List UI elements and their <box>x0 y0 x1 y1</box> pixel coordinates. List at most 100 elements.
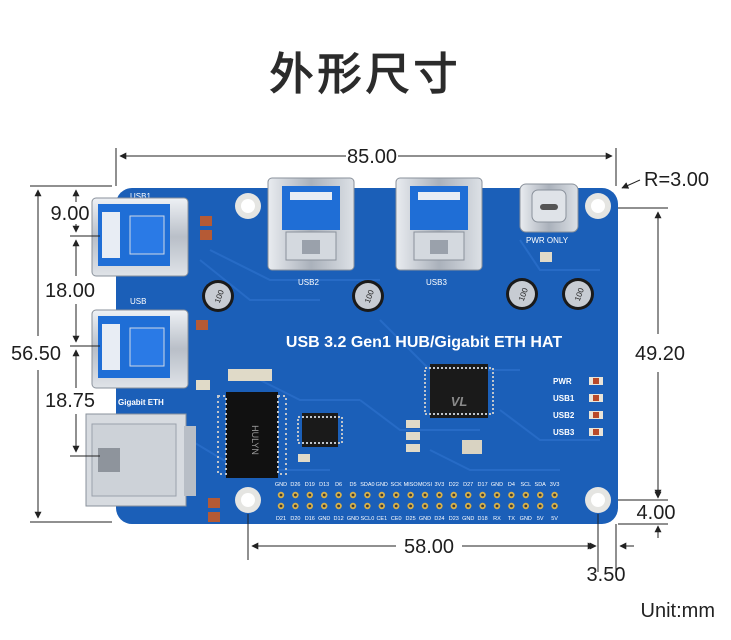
header-pin-hole <box>495 504 499 508</box>
eth-transformer: HULYN <box>217 392 287 478</box>
usb2-label: USB2 <box>298 278 319 287</box>
header-pin-hole <box>294 493 297 497</box>
eth-label: Gigabit ETH <box>118 398 164 407</box>
header-top-pin-label: SDA0 <box>360 482 374 488</box>
header-pin-hole <box>337 504 340 508</box>
dim-hole-horizontal: 58.00 <box>404 536 454 558</box>
led-pwr-label: PWR <box>553 377 572 386</box>
header-top-pin-label: GND <box>275 482 287 488</box>
header-top-pin-label: D13 <box>319 482 329 488</box>
header-pin-hole <box>337 493 340 497</box>
header-bottom-pin-label: 5V <box>537 516 544 522</box>
dim-usb-top-offset: 9.00 <box>51 203 90 225</box>
header-bottom-pin-label: GND <box>462 516 474 522</box>
header-pin-hole <box>279 493 283 497</box>
header-top-pin-label: D17 <box>478 482 488 488</box>
header-bottom-pin-label: D21 <box>276 516 286 522</box>
header-bottom-pin-label: GND <box>419 516 431 522</box>
usb1-side-label: USB1 <box>130 192 151 201</box>
dim-radius: R=3.00 <box>644 169 709 191</box>
header-bottom-pin-label: D12 <box>334 516 344 522</box>
header-pin-hole <box>394 504 398 508</box>
header-pin-hole <box>553 493 556 497</box>
svg-text:100: 100 <box>363 288 376 304</box>
led-usb2-label: USB2 <box>553 411 575 420</box>
header-top-pin-label: GND <box>491 482 503 488</box>
header-pin-hole <box>481 504 484 508</box>
led-usb1-label: USB1 <box>553 394 575 403</box>
header-pin-hole <box>438 493 441 497</box>
header-pin-hole <box>351 504 355 508</box>
header-pin-hole <box>394 493 398 497</box>
header-pin-hole <box>438 504 441 508</box>
header-bottom-pin-label: CE1 <box>376 516 387 522</box>
header-bottom-pin-label: D24 <box>434 516 444 522</box>
header-pin-hole <box>409 493 412 497</box>
header-bottom-pin-label: D25 <box>406 516 416 522</box>
header-pin-hole <box>538 493 542 497</box>
header-top-pin-label: MISO <box>404 482 419 488</box>
header-pin-hole <box>466 493 470 497</box>
usb3-port <box>395 177 483 271</box>
header-top-pin-label: D27 <box>463 482 473 488</box>
header-top-pin-label: 3V3 <box>550 482 560 488</box>
header-top-pin-label: SDA <box>535 482 547 488</box>
dim-hole-vertical: 49.20 <box>635 343 685 365</box>
header-pin-hole <box>466 504 470 508</box>
svg-text:100: 100 <box>517 286 530 302</box>
usb2-port <box>267 177 355 271</box>
header-top-pin-label: D5 <box>349 482 356 488</box>
header-top-pin-label: 3V3 <box>435 482 445 488</box>
header-pin-hole <box>510 504 513 508</box>
page-title: 外形尺寸 <box>269 49 462 100</box>
dim-width: 85.00 <box>347 146 397 168</box>
led-labels: PWR USB1 USB2 USB3 <box>553 377 603 437</box>
header-pin-hole <box>308 504 312 508</box>
usb-side-label: USB <box>130 297 146 306</box>
header-pin-hole <box>510 493 513 497</box>
pwr-only-label: PWR ONLY <box>526 236 569 245</box>
header-bottom-pin-label: D20 <box>290 516 300 522</box>
header-bottom-pin-label: CE0 <box>391 516 402 522</box>
header-pin-hole <box>366 493 369 497</box>
header-pin-hole <box>409 504 412 508</box>
capacitors: 100 100 100 100 <box>202 278 594 312</box>
header-pin-hole <box>351 493 355 497</box>
header-pin-hole <box>322 504 326 508</box>
header-pin-hole <box>452 493 456 497</box>
header-pin-hole <box>322 493 326 497</box>
svg-text:100: 100 <box>573 286 586 302</box>
ethernet-port <box>85 413 196 507</box>
dim-hole-offset-bottom: 4.00 <box>637 502 676 524</box>
header-bottom-pin-label: RX <box>493 516 501 522</box>
header-top-pin-label: D22 <box>449 482 459 488</box>
header-bottom-pin-label: SCL0 <box>361 516 375 522</box>
header-pin-hole <box>524 493 528 497</box>
header-pin-hole <box>380 504 384 508</box>
type-c-port <box>519 183 579 233</box>
dim-height: 56.50 <box>11 343 61 365</box>
header-top-pin-label: D19 <box>305 482 315 488</box>
chip-logo: VL <box>451 394 468 409</box>
usb-port <box>91 309 189 389</box>
header-pin-hole <box>524 504 528 508</box>
led-usb3-label: USB3 <box>553 428 575 437</box>
hub-chip: VL <box>424 364 494 418</box>
header-pin-hole <box>481 493 484 497</box>
header-top-pin-label: GND <box>376 482 388 488</box>
usb1-port <box>91 197 189 277</box>
header-pin-hole <box>423 504 427 508</box>
dim-hole-offset-right: 3.50 <box>587 564 626 586</box>
header-bottom-pin-label: D23 <box>449 516 459 522</box>
header-pin-hole <box>423 493 427 497</box>
header-bottom-pin-label: D16 <box>305 516 315 522</box>
header-pin-hole <box>452 504 456 508</box>
resistor-array <box>228 369 272 381</box>
header-bottom-pin-label: GND <box>520 516 532 522</box>
unit-label: Unit:mm <box>640 600 715 622</box>
pcb-board: USB 3.2 Gen1 HUB/Gigabit ETH HAT USB1 US… <box>116 188 618 524</box>
header-pin-hole <box>553 504 556 508</box>
header-top-pin-label: SCK <box>391 482 403 488</box>
